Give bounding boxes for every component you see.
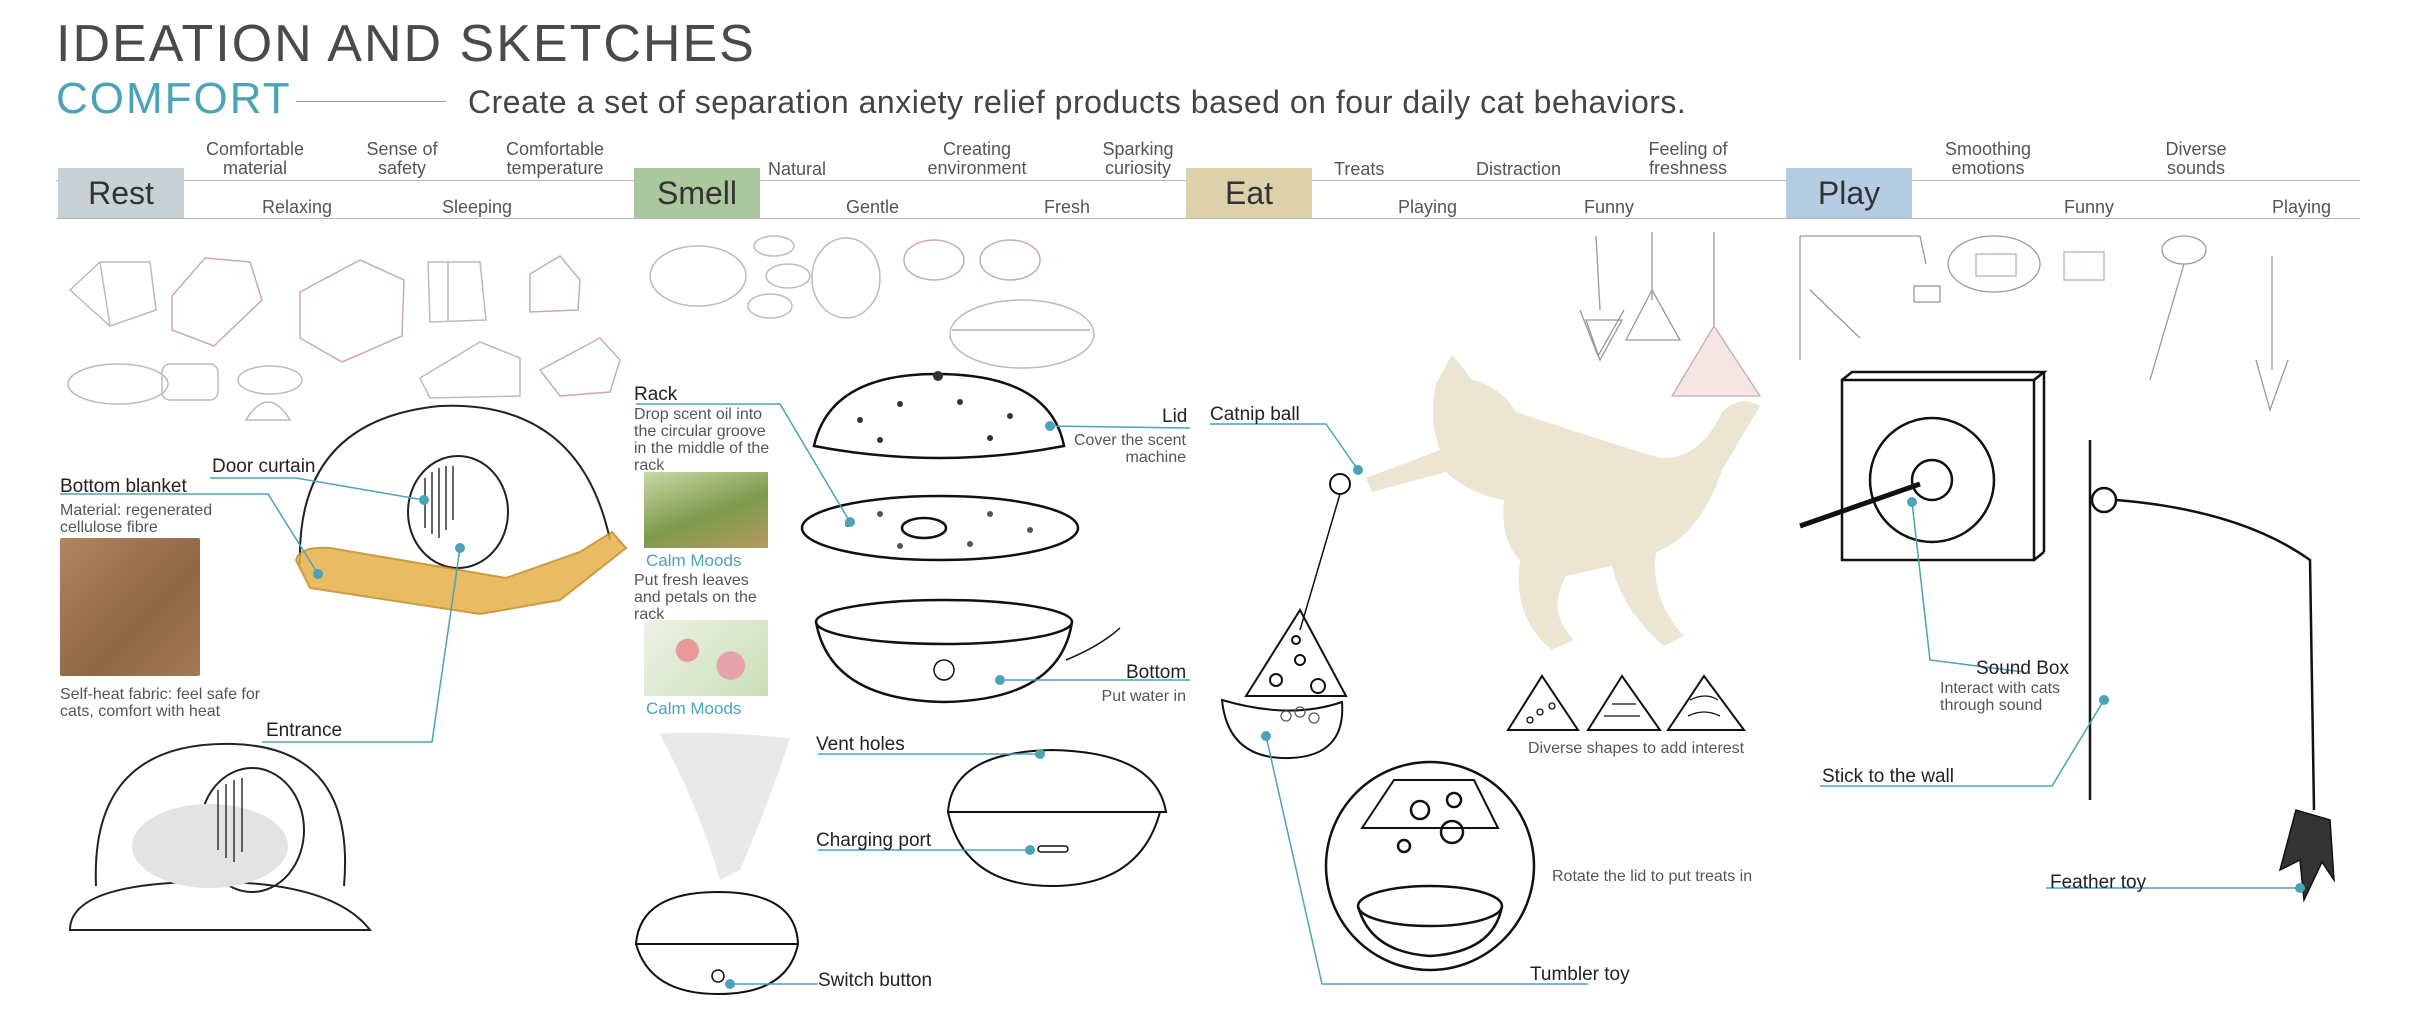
category-tag-play: Play: [1786, 168, 1912, 218]
small-machine-1: [634, 890, 800, 996]
label-tumbler-toy: Tumbler toy: [1530, 964, 1630, 985]
keyword-eat-distraction: Distraction: [1476, 159, 1562, 179]
keyword-play-diverse-sounds: Diverse sounds: [2165, 139, 2227, 178]
label-vent-holes: Vent holes: [816, 734, 905, 755]
category-tag-rest: Rest: [58, 168, 184, 218]
mist-shape: [660, 732, 790, 880]
catnip-toy-illustration: [1220, 473, 1351, 760]
label-calm-moods-2: Calm Moods: [646, 699, 742, 718]
scent-oil-photo: [644, 472, 768, 548]
category-tag-eat: Eat: [1186, 168, 1312, 218]
keyword-rest-comfortable-temperature: Comfortable temperature: [505, 139, 605, 178]
label-bottom: Bottom: [1126, 662, 1187, 683]
keyword-smell-fresh: Fresh: [1044, 197, 1091, 217]
rest-bed-outline: [68, 742, 373, 931]
note-rotate-lid: Rotate the lid to put treats in: [1552, 868, 1753, 885]
note-lid: Cover the scent machine: [1073, 432, 1186, 466]
label-entrance: Entrance: [266, 720, 343, 741]
label-door-curtain: Door curtain: [212, 456, 316, 477]
page-subtitle: COMFORT: [56, 74, 292, 123]
keyword-play-smoothing-emotions: Smoothing emotions: [1944, 139, 2032, 178]
keyword-eat-treats: Treats: [1334, 159, 1385, 179]
keyword-rest-comfortable-material: Comfortable material: [205, 139, 305, 178]
keyword-rest-sleeping: Sleeping: [442, 197, 513, 217]
eat-concept-sketches: [1579, 232, 1762, 397]
keyword-smell-sparking-curiosity: Sparking curiosity: [1102, 139, 1174, 178]
category-tag-smell: Smell: [634, 168, 760, 218]
keyword-eat-funny: Funny: [1584, 197, 1635, 217]
scent-machine-illustration: [800, 371, 1121, 704]
keyword-smell-gentle: Gentle: [846, 197, 900, 217]
label-charging-port: Charging port: [816, 830, 932, 851]
note-petals: Put fresh leaves and petals on the rack: [634, 572, 757, 623]
keyword-rest-relaxing: Relaxing: [262, 197, 333, 217]
label-stick-to-wall: Stick to the wall: [1822, 766, 1954, 787]
note-sound-box: Interact with cats through sound: [1940, 680, 2061, 714]
callout-dots: [313, 421, 2305, 989]
band-bottom-line: [56, 218, 2360, 219]
play-concept-sketches: [1799, 235, 2289, 413]
sound-box-illustration: [1799, 370, 2048, 562]
label-bottom-blanket: Bottom blanket: [60, 476, 187, 497]
triangle-shapes: [1506, 674, 1746, 731]
note-bottom: Put water in: [1101, 688, 1186, 705]
tumbler-detail-illustration: [1324, 760, 1536, 972]
feather-toy-illustration: [2088, 440, 2335, 903]
rest-bed-illustration: [294, 404, 628, 616]
label-calm-moods-1: Calm Moods: [646, 551, 742, 570]
keyword-eat-feeling-of-freshness: Feeling of freshness: [1648, 139, 1728, 178]
callout-lines: [60, 403, 2300, 985]
page-title: IDEATION AND SKETCHES: [56, 15, 756, 73]
keyword-play-playing: Playing: [2272, 197, 2332, 217]
keyword-smell-creating-environment: Creating environment: [927, 139, 1027, 178]
label-catnip-ball: Catnip ball: [1210, 404, 1300, 425]
label-sound-box: Sound Box: [1976, 658, 2069, 679]
note-diverse-shapes: Diverse shapes to add interest: [1528, 740, 1745, 757]
label-feather-toy: Feather toy: [2050, 872, 2147, 893]
note-self-heat-fabric: Self-heat fabric: feel safe for cats, co…: [60, 686, 261, 720]
rest-concept-sketches: [67, 255, 621, 421]
small-machine-2: [946, 748, 1168, 888]
petals-photo: [644, 620, 768, 696]
subtitle-divider: [296, 101, 446, 102]
blanket-photo: [60, 538, 200, 676]
label-lid: Lid: [1162, 406, 1188, 427]
label-rack: Rack: [634, 384, 678, 405]
keyword-rest-sense-of-safety: Sense of safety: [366, 139, 438, 178]
keyword-eat-playing: Playing: [1398, 197, 1458, 217]
label-switch-button: Switch button: [818, 970, 933, 991]
note-blanket-material: Material: regenerated cellulose fibre: [60, 502, 213, 536]
smell-concept-sketches: [649, 235, 1095, 369]
keyword-smell-natural: Natural: [768, 159, 827, 179]
cat-silhouette: [1366, 354, 1760, 650]
note-rack: Drop scent oil into the circular groove …: [634, 406, 770, 474]
page-description: Create a set of separation anxiety relie…: [468, 84, 1687, 120]
keyword-play-funny: Funny: [2064, 197, 2115, 217]
